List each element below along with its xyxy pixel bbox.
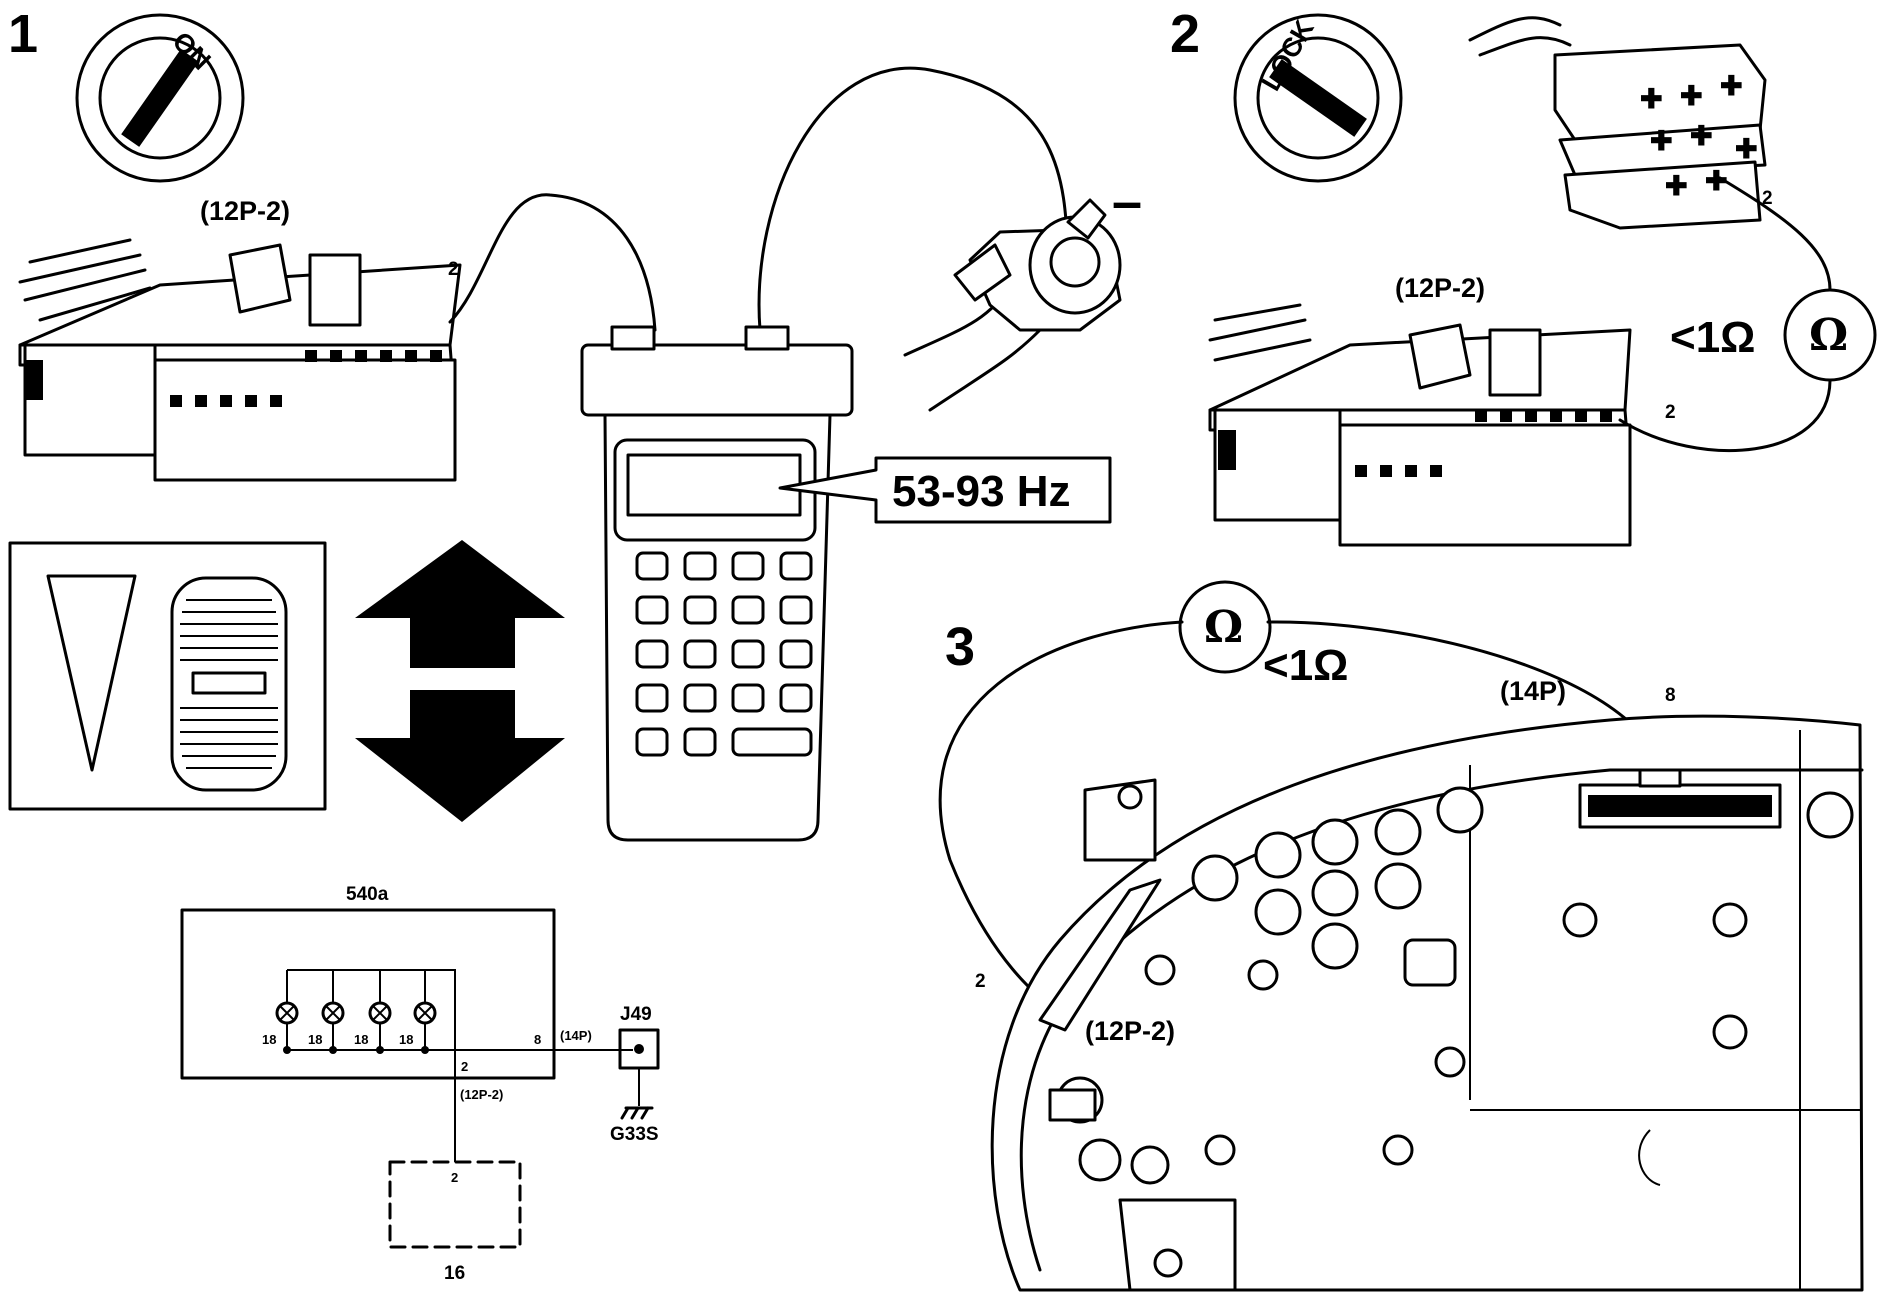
ohmmeter-icon-3 <box>1178 580 1272 674</box>
multi-connector-icon: ✚✚✚ ✚✚ ✚✚✚ <box>1468 16 1767 230</box>
bulb-1-label: 18 <box>262 1032 276 1047</box>
panel-3: 3 Ω <1Ω (14P) 8 <box>938 580 1864 1292</box>
step-1-number: 1 <box>8 4 38 64</box>
ohm-symbol-2: Ω <box>1809 310 1848 361</box>
connector-12p-2-icon <box>18 238 462 482</box>
ground-g33s-label: G33S <box>610 1124 659 1145</box>
triangle-icon <box>46 574 137 772</box>
pin-8-label-3: 8 <box>1665 685 1676 706</box>
ohm-lead-top <box>1718 176 1832 292</box>
bulb-icons <box>275 1001 437 1054</box>
svg-text:✚: ✚ <box>1640 84 1663 114</box>
ohm-lead-3-left <box>938 620 1184 1012</box>
pin-2-label: 2 <box>448 259 459 280</box>
pin-2-label-3: 2 <box>975 971 986 992</box>
connector-12p-2-label: (12P-2) <box>200 196 290 226</box>
connector-12p-2-cluster-icon <box>1038 878 1162 1032</box>
module-16-box <box>388 1160 522 1249</box>
test-lead-2 <box>757 66 1070 332</box>
resistance-value-3: <1Ω <box>1263 641 1348 690</box>
bulb-4-label: 18 <box>399 1032 413 1047</box>
ignition-switch-on-icon: ON <box>75 13 245 183</box>
fuel-gauge-box <box>8 541 327 811</box>
svg-text:✚: ✚ <box>1720 71 1743 101</box>
svg-text:✚: ✚ <box>1690 121 1713 151</box>
connector-14p-label: (14P) <box>1500 676 1566 706</box>
connector-12p-2-label-3: (12P-2) <box>1085 1016 1175 1046</box>
speed-sensor-icon <box>903 198 1122 412</box>
junction-j49-label: J49 <box>620 1004 652 1025</box>
ohm-lead-bottom <box>1618 378 1832 453</box>
connector-pins <box>170 350 442 407</box>
up-down-arrows-icon <box>355 540 565 822</box>
bulb-3-label: 18 <box>354 1032 368 1047</box>
ground-icon <box>620 1106 654 1120</box>
pin-8-label: 8 <box>534 1032 541 1047</box>
instrument-cluster-icon <box>990 714 1864 1292</box>
connector-12p-2-label-2: (12P-2) <box>1395 273 1485 303</box>
conn-14p-label: (14P) <box>560 1028 592 1043</box>
connector-12p-2-icon-2 <box>1208 303 1632 547</box>
step-2-number: 2 <box>1170 4 1200 64</box>
keypad <box>635 551 813 757</box>
circuit-schematic: 540a 18 18 18 18 8 (14P) 2 (12P-2) J <box>180 884 660 1284</box>
svg-text:✚: ✚ <box>1665 171 1688 201</box>
multimeter-icon <box>580 325 854 842</box>
ohm-symbol-3: Ω <box>1204 602 1243 653</box>
svg-text:✚: ✚ <box>1735 134 1758 164</box>
test-lead-1 <box>448 193 657 332</box>
unit-540a-label: 540a <box>346 884 389 905</box>
bulb-2-label: 18 <box>308 1032 322 1047</box>
ignition-switch-lock-icon: LOCK <box>1233 13 1403 183</box>
meter-reading: 53-93 Hz <box>892 467 1071 516</box>
panel-2: 2 LOCK ✚✚✚ ✚✚ ✚✚✚ 2 (12P-2) <box>1170 4 1877 547</box>
conn-12p-2-label: (12P-2) <box>460 1087 503 1102</box>
pin-2-top-label: 2 <box>1762 188 1773 209</box>
ohmmeter-icon <box>1783 288 1877 382</box>
reading-callout <box>778 456 1112 524</box>
svg-text:✚: ✚ <box>1650 126 1673 156</box>
resistance-value-2: <1Ω <box>1670 313 1755 362</box>
minus-sign: – <box>1112 172 1142 232</box>
pin-2-label-schematic: 2 <box>461 1059 468 1074</box>
step-3-number: 3 <box>945 617 975 677</box>
bulb-sockets <box>1048 786 1854 1186</box>
panel-1: 1 ON (12P-2) <box>8 4 1142 1284</box>
svg-text:✚: ✚ <box>1680 81 1703 111</box>
module-pin-2-label: 2 <box>451 1170 458 1185</box>
svg-text:✚: ✚ <box>1705 166 1728 196</box>
module-16-label: 16 <box>444 1263 465 1284</box>
pin-2-bottom-label: 2 <box>1665 402 1676 423</box>
